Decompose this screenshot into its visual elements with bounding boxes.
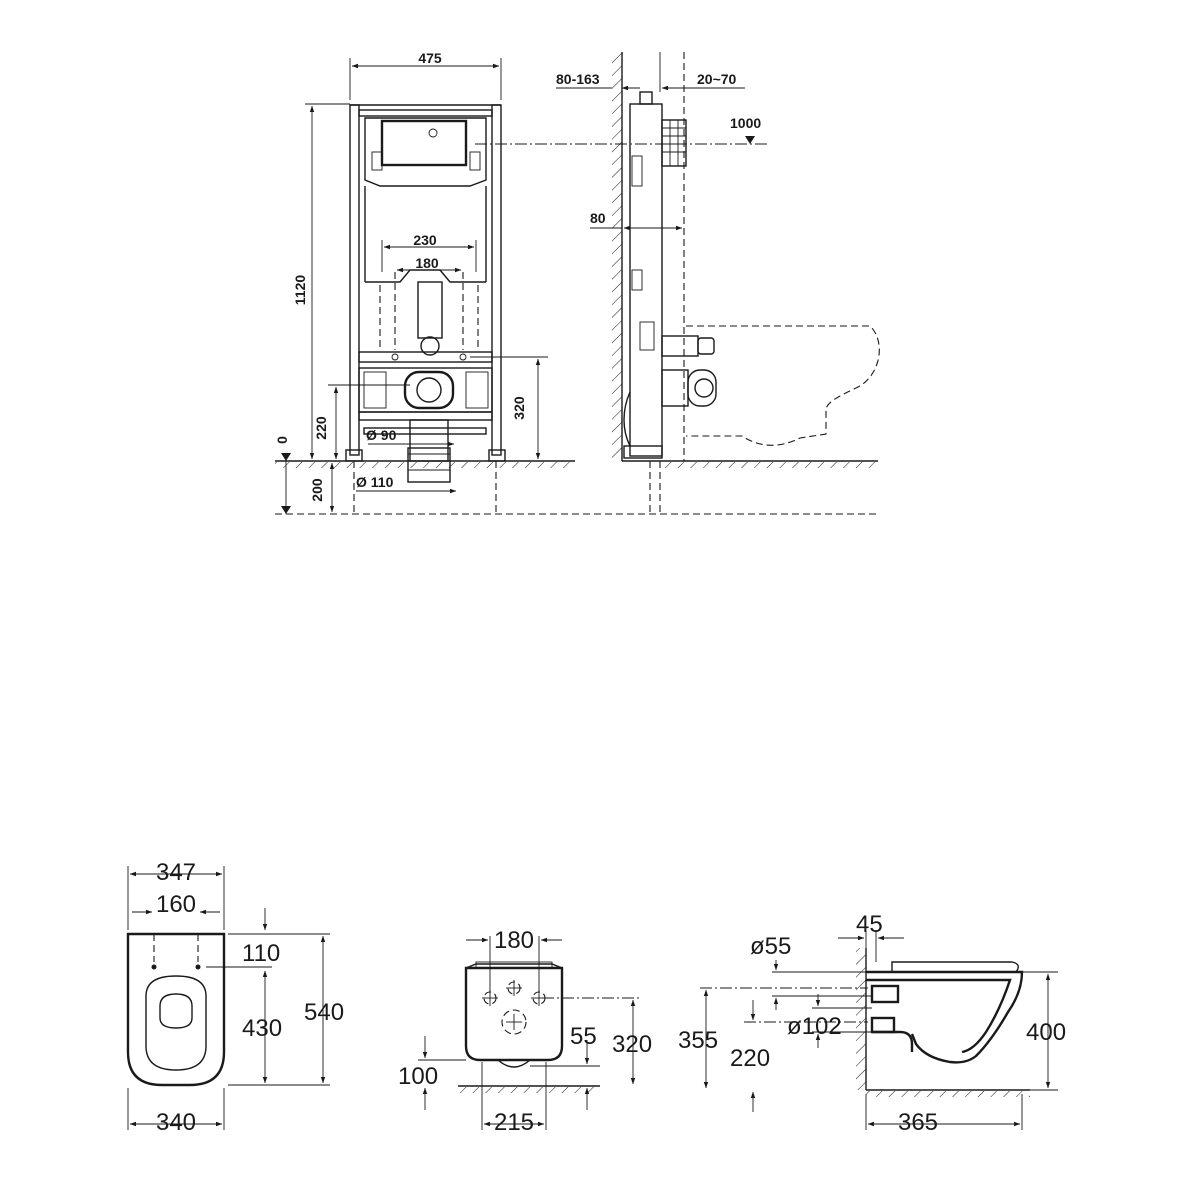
dim-width-bottom-label: 340	[156, 1109, 196, 1136]
dim-outlet-height-label: 55	[570, 1023, 597, 1050]
toilet-silhouette	[686, 325, 880, 446]
bowl-front-outlet	[497, 1059, 531, 1068]
bowl-front-view: 180 320 55 100 215	[398, 927, 652, 1136]
dim-height-label: 1120	[292, 275, 308, 306]
dim-width-label: 475	[418, 50, 442, 66]
bowl-top-outline	[126, 932, 226, 1087]
dim-bolt-spacing-label: 180	[494, 927, 534, 954]
water-inlet	[506, 980, 522, 996]
pipe-d110-label: Ø 110	[356, 474, 394, 490]
dim-wall-offset-label: 45	[856, 911, 883, 938]
outlet-block	[358, 367, 493, 413]
dim-hole-spacing-label: 160	[156, 891, 196, 918]
seat-hole-right	[195, 964, 201, 970]
bowl-side-view: 45 ø55 ø102 355 220 400 365	[678, 911, 1066, 1136]
flush-plate-frame	[661, 119, 687, 167]
dim-rim-height-label: 400	[1026, 1019, 1066, 1046]
flush-pipe-joint	[420, 336, 440, 356]
outlet-diameter-label: ø102	[787, 1013, 842, 1040]
frame-side-foot	[623, 445, 663, 459]
dim-bolt230-label: 230	[413, 232, 437, 248]
bowl-side-body	[866, 970, 1024, 1064]
dim-flush-label: 320	[511, 396, 527, 420]
cistern-clip-right	[469, 151, 481, 171]
frame-front-view: 475 1120 220 320 0 200 230 180 Ø 90 Ø 11…	[274, 50, 880, 515]
pipe-d90-label: Ø 90	[366, 427, 397, 443]
bowl-drain	[159, 993, 193, 1029]
dim-cover-label: 20~70	[697, 71, 737, 87]
dim-depth-label: 200	[309, 478, 325, 502]
cistern-flush-opening	[380, 119, 468, 167]
dim-height-label-front: 320	[612, 1031, 652, 1058]
cistern-valve	[428, 128, 438, 138]
flush-pipe	[417, 281, 443, 339]
cistern-clip-left	[371, 151, 383, 171]
foot-right	[488, 449, 506, 462]
dim-frame-depth-label: 80	[590, 210, 606, 226]
dim-length-label: 540	[304, 999, 344, 1026]
bolt-hole-left	[482, 990, 498, 1006]
inlet-connector	[870, 984, 900, 1004]
dim-base-width-label: 215	[494, 1109, 534, 1136]
drain-pipe-90	[409, 419, 449, 462]
flush-connector	[661, 335, 699, 357]
frame-left-leg	[349, 104, 360, 456]
inlet-diameter-label: ø55	[750, 933, 791, 960]
seat-lid	[891, 961, 1019, 973]
wall-hatch	[612, 52, 622, 461]
dim-floor-offset-label: 100	[398, 1063, 438, 1090]
outlet-connector	[403, 370, 455, 410]
flush-level-label: 1000	[730, 115, 761, 131]
frame-top-bar	[358, 109, 493, 117]
bowl-top-view: 347 160 110 430 540 340	[126, 859, 344, 1136]
dim-projection-label: 365	[898, 1109, 938, 1136]
frame-side-view: 80-163 20~70 1000 80	[475, 52, 880, 514]
level-zero-label: 0	[274, 436, 290, 444]
dim-bolt180-label: 180	[415, 255, 439, 271]
dim-width-top-label: 347	[156, 859, 196, 886]
cistern-bottom	[365, 269, 486, 283]
cistern-body	[364, 117, 487, 187]
lower-crossbar	[358, 411, 493, 421]
frame-right-leg	[491, 104, 502, 456]
bowl-opening	[145, 975, 207, 1071]
dim-axis-height-label: 355	[678, 1027, 718, 1054]
floor-hatch	[275, 462, 575, 468]
seat-hole-left	[151, 964, 157, 970]
dim-hole-offset-label: 110	[242, 940, 280, 967]
bowl-front-outline	[464, 966, 564, 1062]
dim-seat-length-label: 430	[242, 1015, 282, 1042]
drain-pipe-110	[407, 447, 451, 483]
dim-outlet-height-side-label: 220	[730, 1045, 770, 1072]
outlet-connector-side	[872, 1030, 914, 1052]
bowl-side-inner	[866, 978, 1012, 1054]
frame-profile	[629, 103, 663, 457]
dim-wall-gap-label: 80-163	[556, 71, 600, 87]
dim-inlet-label: 220	[313, 416, 329, 440]
